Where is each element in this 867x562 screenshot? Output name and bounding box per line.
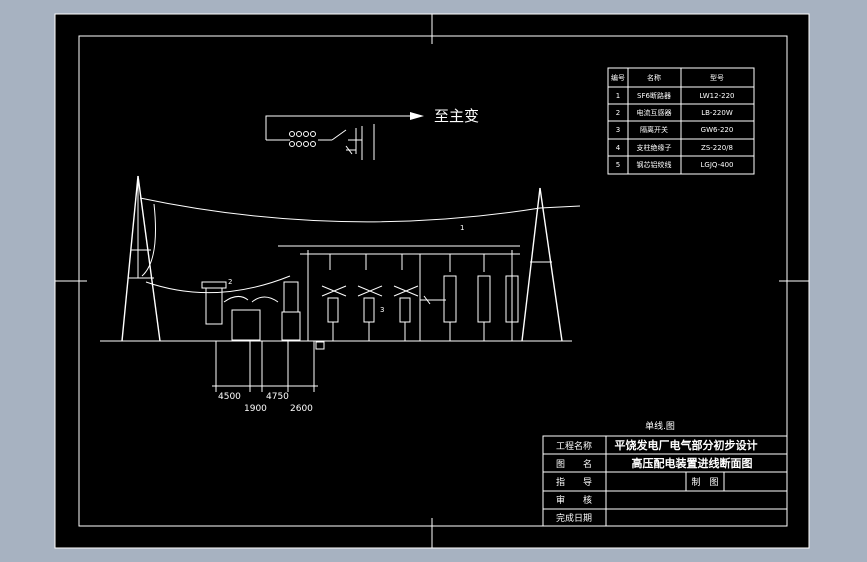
project-name: 平饶发电厂电气部分初步设计: [615, 438, 758, 452]
equipment-table: 编号 名称 型号 1 SF6断路器 LW12-220 2 电流互感器 LB-22…: [607, 67, 755, 175]
table-row-no: 5: [616, 161, 620, 169]
table-row-name: 电流互感器: [637, 108, 672, 117]
table-row-no: 2: [616, 109, 620, 117]
table-row-no: 1: [616, 92, 620, 100]
callout-2: 2: [228, 278, 232, 286]
table-row-name: 钢芯铝绞线: [637, 160, 672, 169]
arrow-label: 至主变: [434, 107, 479, 125]
arrow-right-icon: [410, 112, 424, 120]
dimension-4750: 4750: [266, 392, 289, 402]
table-row-no: 3: [616, 126, 620, 134]
title-label-project: 工程名称: [556, 440, 592, 452]
title-label-drawing: 图 名: [556, 458, 592, 470]
drawing-sheet: [54, 13, 810, 549]
title-label-date: 完成日期: [556, 512, 592, 524]
section-elevation: 1 2 3: [100, 175, 581, 350]
single-line-schematic: 至主变: [265, 107, 479, 160]
title-label-advisor: 指 导: [556, 476, 592, 488]
callout-3: 3: [380, 306, 384, 314]
table-row-model: LGJQ-400: [701, 161, 734, 169]
title-label-drafter: 制 图: [691, 476, 718, 488]
dimension-4500: 4500: [218, 392, 241, 402]
dimension-lines: 4500 1900 4750 2600: [212, 341, 318, 414]
table-header-name: 名称: [647, 73, 661, 82]
title-label-review: 审 核: [556, 494, 592, 506]
table-row-name: 隔离开关: [640, 125, 668, 134]
callout-1: 1: [460, 224, 464, 232]
title-block: 单线.图 工程名称 平饶发电厂电气部分初步设计 图 名 高压配电装置进线断面图 …: [542, 420, 788, 527]
table-row-no: 4: [616, 144, 621, 152]
table-row-model: GW6-220: [701, 126, 734, 134]
table-row-model: LB-220W: [701, 109, 733, 117]
table-row-name: 支柱绝缘子: [637, 143, 672, 152]
table-header-model: 型号: [710, 73, 724, 82]
table-row-model: LW12-220: [700, 92, 735, 100]
table-row-name: SF6断路器: [637, 91, 671, 100]
dimension-2600: 2600: [290, 404, 313, 414]
drawing-name: 高压配电装置进线断面图: [632, 456, 753, 470]
table-header-no: 编号: [611, 73, 625, 82]
dimension-1900: 1900: [244, 404, 267, 414]
scale-label: 单线.图: [645, 420, 675, 432]
table-row-model: ZS-220/8: [701, 144, 733, 152]
